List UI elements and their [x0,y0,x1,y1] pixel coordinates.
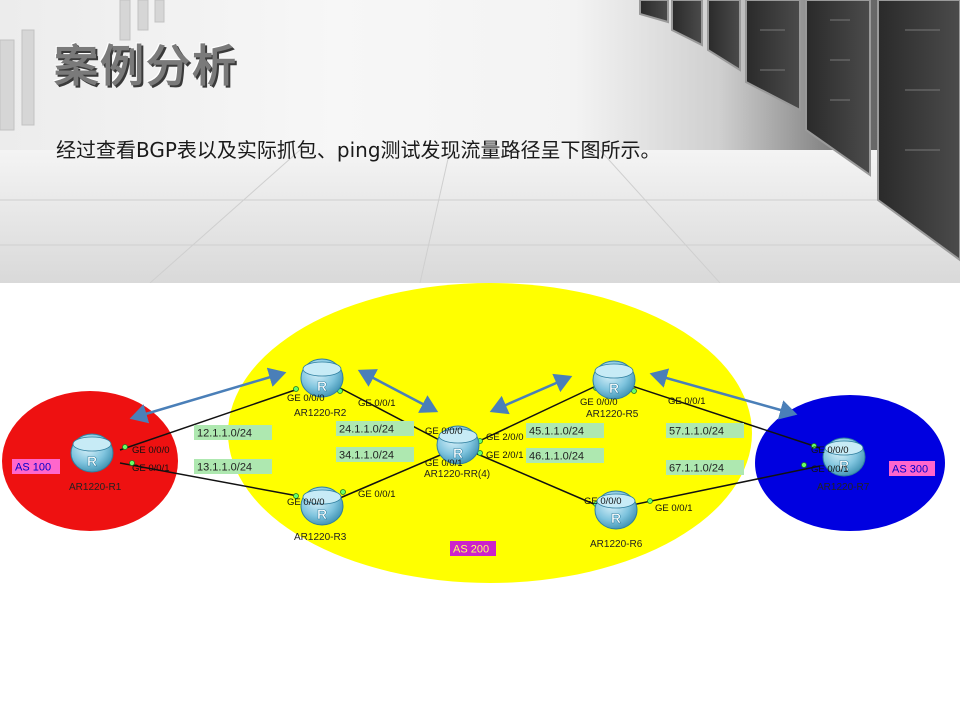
network-label: 24.1.1.0/24 [336,421,414,436]
link-rr-r5 [474,385,597,444]
network-label-text: 45.1.1.0/24 [529,426,584,438]
network-label: 34.1.1.0/24 [336,447,414,462]
link-r2-rr [339,387,446,444]
port-label: GE 0/0/0 [425,426,463,437]
as-label-200: AS 200 [450,541,496,556]
port-label: GE 2/0/0 [486,432,524,443]
router-icon: R [70,433,114,473]
slide-subtitle: 经过查看BGP表以及实际抓包、ping测试发现流量路径呈下图所示。 [56,138,661,162]
svg-text:R: R [87,453,97,469]
network-label: 67.1.1.0/24 [666,460,744,475]
network-label: 45.1.1.0/24 [526,423,604,438]
svg-text:R: R [839,457,849,473]
svg-text:R: R [609,380,619,396]
network-label-text: 13.1.1.0/24 [197,462,252,474]
network-label-text: 34.1.1.0/24 [339,450,394,462]
port-label: GE 0/0/0 [132,445,170,456]
router-icon: R [300,486,344,526]
router-name-r5: AR1220-R5 [586,409,639,420]
router-icon: R [822,437,866,477]
port-label: GE 0/0/1 [358,398,396,409]
network-label-text: 57.1.1.0/24 [669,426,724,438]
port-label: GE 0/0/1 [358,489,396,500]
port-label: GE 0/0/1 [655,503,693,514]
as-label-text: AS 200 [453,544,489,556]
router-icon: R [436,425,480,465]
port-label: GE 2/0/1 [486,450,524,461]
link-r3-rr [339,452,446,499]
traffic-arrow-r2-rr [357,369,439,413]
link-rr-r6 [474,452,597,506]
traffic-arrow-r1-r2 [129,367,287,424]
network-label-text: 67.1.1.0/24 [669,463,724,475]
header-banner [0,0,960,283]
svg-text:R: R [453,445,463,461]
router-name-r7: AR1220-R7 [817,482,870,493]
port-label: GE 0/0/1 [425,458,463,469]
link-r6-r7 [631,465,821,506]
as-label-text: AS 100 [15,462,51,474]
network-label-text: 24.1.1.0/24 [339,424,394,436]
port-label: GE 0/0/0 [584,496,622,507]
port-label: GE 0/0/0 [580,397,618,408]
port-label: GE 0/0/0 [811,445,849,456]
network-topology-diagram: R R R R R R R 12.1.1.0/24 13.1.1.0/24 [2,283,945,583]
svg-text:R: R [317,378,327,394]
port-label: GE 0/0/1 [132,463,170,474]
traffic-arrow-r5-r7 [649,368,798,420]
traffic-arrow-rr-r5 [489,373,573,415]
router-name-r2: AR1220-R2 [294,408,347,419]
as-label-text: AS 300 [892,464,928,476]
router-name-r6: AR1220-R6 [590,539,643,550]
router-name-r1: AR1220-R1 [69,482,122,493]
link-r1-r3 [119,462,299,497]
svg-text:R: R [611,510,621,526]
network-label-text: 46.1.1.0/24 [529,451,584,463]
network-label: 12.1.1.0/24 [194,425,272,440]
router-icon: R [592,360,636,400]
port-label: GE 0/0/1 [811,464,849,475]
network-label: 57.1.1.0/24 [666,423,744,438]
port-label: GE 0/0/0 [287,497,325,508]
svg-text:R: R [317,506,327,522]
slide-title: 案例分析 [54,41,238,92]
router-name-r3: AR1220-R3 [294,532,347,543]
network-label: 13.1.1.0/24 [194,459,272,474]
port-label: GE 0/0/0 [287,393,325,404]
server-room-background [0,0,960,283]
network-label: 46.1.1.0/24 [526,448,604,463]
router-icon: R [594,490,638,530]
as-label-300: AS 300 [889,461,935,476]
router-name-rr: AR1220-RR(4) [424,469,490,480]
as-label-100: AS 100 [12,459,60,474]
port-label: GE 0/0/1 [668,396,706,407]
router-icon: R [300,358,344,398]
network-label-text: 12.1.1.0/24 [197,428,252,440]
